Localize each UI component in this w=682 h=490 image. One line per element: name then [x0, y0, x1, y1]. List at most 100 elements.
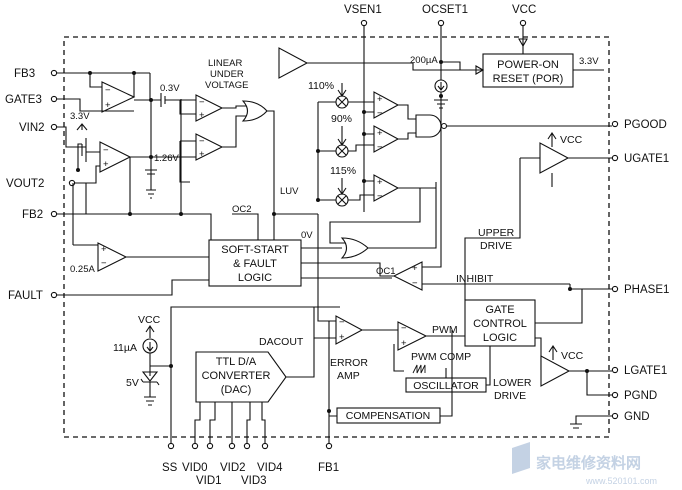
pin-lgate1[interactable] [611, 366, 619, 374]
pin-fb3[interactable] [50, 69, 58, 77]
pin-gate3[interactable] [50, 95, 58, 103]
chip-boundary [63, 36, 610, 438]
oscillator-label: OSCILLATOR [413, 380, 479, 392]
vcc-lgate-label: VCC [561, 350, 584, 362]
pwm-label: PWM [432, 324, 458, 336]
pin-vid1[interactable] [206, 442, 214, 450]
lower-drive-2: DRIVE [494, 390, 526, 402]
bottom-pins: SS VID0 VID1 VID2 VID3 VID4 FB1 [162, 442, 339, 487]
pin-pgood[interactable] [611, 120, 619, 128]
softstart-label-1: SOFT-START [221, 244, 289, 256]
pin-ss-label: SS [162, 462, 178, 474]
pin-vid3[interactable] [243, 442, 251, 450]
pin-vid0-label: VID0 [182, 462, 208, 474]
svg-text:−: − [412, 278, 418, 289]
ss-source: VCC 11µA 5V [113, 314, 173, 406]
oc1-comparator: + − OC1 INHIBIT [376, 94, 612, 291]
svg-text:+: + [101, 244, 107, 255]
svg-text:−: − [377, 191, 383, 202]
luv-text-2: UNDER [210, 69, 244, 80]
dac-label-1: TTL D/A [216, 356, 257, 368]
pin-fb1-label: FB1 [318, 462, 339, 474]
ocset-current-source: 200µA [410, 26, 461, 109]
pin-fb2[interactable] [50, 210, 58, 218]
luv-text-1: LINEAR [208, 58, 242, 69]
svg-text:−: − [339, 317, 345, 328]
pin-lgate1-label: LGATE1 [624, 365, 667, 377]
oc1-label: OC1 [376, 266, 396, 277]
linear-regulators: − + 3.3V − + [57, 71, 151, 184]
pin-vcc-label: VCC [512, 4, 536, 16]
lower-drive-1: LOWER [493, 377, 532, 389]
pin-vid4-label: VID4 [257, 462, 283, 474]
pin-pgnd[interactable] [611, 391, 619, 399]
upper-drive-1: UPPER [478, 227, 515, 239]
pin-vcc[interactable] [519, 19, 527, 27]
pin-vsen1[interactable] [360, 19, 368, 27]
pin-fb1[interactable] [325, 442, 333, 450]
pin-vin2-label: VIN2 [19, 122, 45, 134]
svg-text:+: + [377, 94, 383, 105]
pin-fb2-label: FB2 [22, 209, 43, 221]
svg-text:−: − [377, 142, 383, 153]
por-3v3-label: 3.3V [579, 56, 599, 67]
svg-text:+: + [105, 100, 111, 111]
vcc-left-label: VCC [138, 314, 161, 326]
svg-text:+: + [103, 159, 109, 170]
fb2-fault-path: + − 0.25A [57, 99, 212, 296]
svg-text:−: − [105, 85, 111, 96]
error-amp-2: AMP [337, 370, 360, 382]
watermark: 家电维修资料网 www.520101.com [512, 442, 657, 486]
current-200ua-label: 200µA [410, 55, 438, 66]
luv-text-3: VOLTAGE [205, 80, 248, 91]
svg-text:−: − [199, 97, 205, 108]
pin-vid3-label: VID3 [241, 475, 267, 487]
pin-vout2-label: VOUT2 [6, 178, 44, 190]
pin-vsen1-label: VSEN1 [344, 4, 382, 16]
v-3p3-left-label: 3.3V [70, 111, 90, 122]
pin-pgood-label: PGOOD [624, 119, 667, 131]
pin-vid2[interactable] [228, 442, 236, 450]
svg-text:+: + [401, 338, 407, 349]
pin-phase1[interactable] [611, 285, 619, 293]
error-amp-1: ERROR [330, 357, 368, 369]
svg-text:−: − [199, 136, 205, 147]
pwm-section: DACOUT − + ERROR AMP − + PWM PWM COMP OS… [259, 214, 491, 443]
por-label-2: RESET (POR) [493, 73, 564, 85]
v-1p26-label: 1.26V [154, 153, 179, 164]
por-block: POWER-ON RESET (POR) 3.3V [460, 26, 604, 88]
ov-label: 0V [301, 230, 313, 241]
svg-text:−: − [101, 258, 107, 269]
gate-label-2: CONTROL [473, 318, 527, 330]
pin-ocset1[interactable] [437, 19, 445, 27]
pin-vid0[interactable] [191, 442, 199, 450]
softstart-label-3: LOGIC [238, 272, 272, 284]
pin-vin2[interactable] [50, 123, 58, 131]
watermark-url: www.520101.com [585, 476, 657, 486]
pin-fault[interactable] [50, 291, 58, 299]
v-0p3-label: 0.3V [160, 83, 180, 94]
softstart-label-2: & FAULT [233, 258, 277, 270]
softstart-block: SOFT-START & FAULT LOGIC OC2 0V [170, 204, 392, 443]
left-pins: FB3 GATE3 VIN2 VOUT2 FB2 FAULT [5, 68, 76, 302]
svg-text:−: − [103, 145, 109, 156]
upper-drive-2: DRIVE [480, 240, 512, 252]
pin-fault-label: FAULT [8, 290, 43, 302]
compensation-label: COMPENSATION [346, 410, 430, 422]
pin-ocset1-label: OCSET1 [422, 4, 468, 16]
pin-ss[interactable] [167, 442, 175, 450]
pin-pgnd-label: PGND [624, 390, 657, 402]
top-pins: VSEN1 OCSET1 VCC [344, 4, 536, 27]
svg-text:−: − [401, 323, 407, 334]
svg-text:+: + [377, 177, 383, 188]
pin-vid4[interactable] [261, 442, 269, 450]
pin-ugate1[interactable] [611, 154, 619, 162]
pin-vout2[interactable] [68, 179, 76, 187]
svg-text:+: + [339, 332, 345, 343]
svg-text:+: + [199, 110, 205, 121]
lower-drive: VCC LOWER DRIVE [493, 345, 612, 429]
pin-gnd[interactable] [611, 412, 619, 420]
gate-label-1: GATE [485, 304, 514, 316]
pin-vid2-label: VID2 [220, 462, 246, 474]
